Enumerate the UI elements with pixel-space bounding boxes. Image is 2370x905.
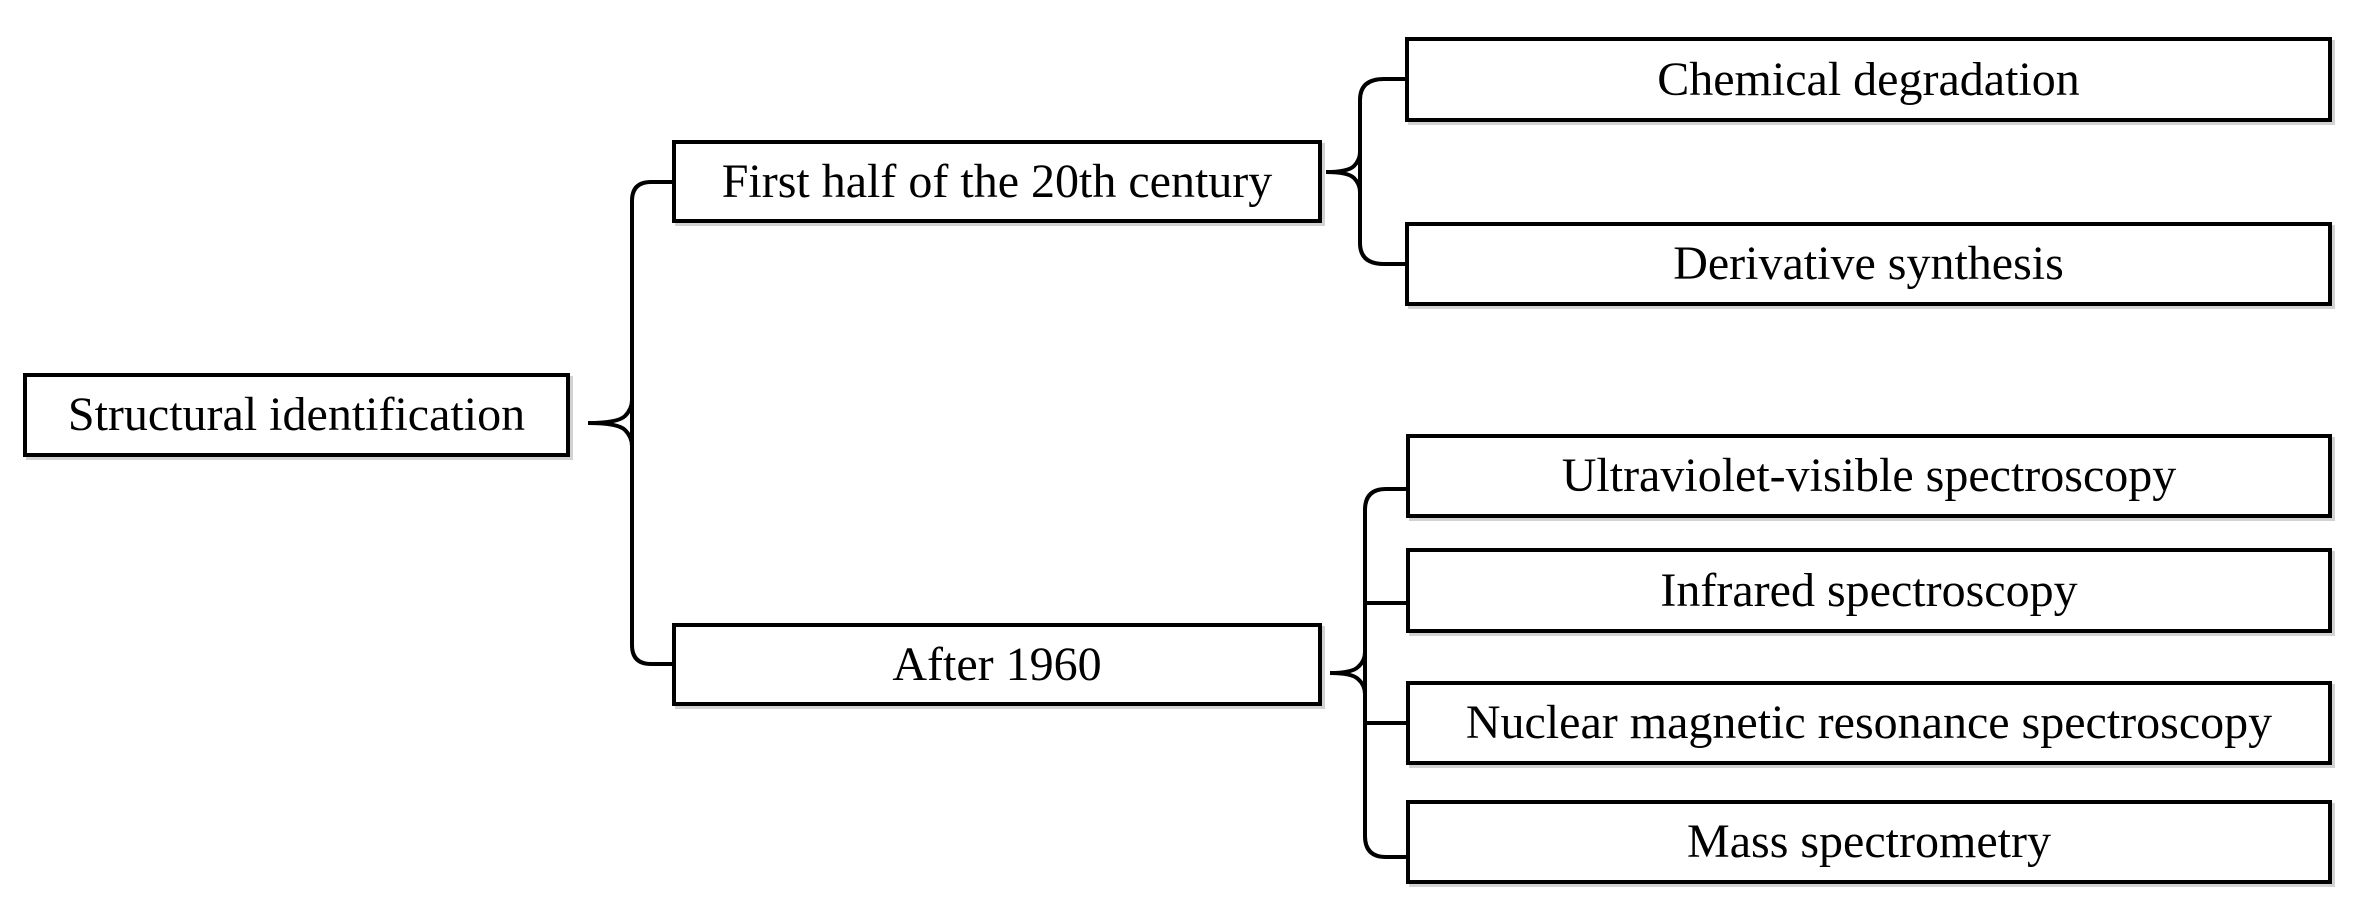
connector-first-half-trunk: [1358, 77, 1405, 266]
connector-root-brace-upper: [587, 399, 634, 425]
node-label: Ultraviolet-visible spectroscopy: [1561, 449, 2177, 502]
connector-after-brace-lower: [1329, 671, 1367, 695]
connector-first-half-brace-lower: [1325, 170, 1362, 193]
connector-first-half-brace-upper: [1325, 151, 1362, 174]
node-label: Chemical degradation: [1657, 52, 2080, 106]
connector-root-brace-lower: [587, 421, 634, 447]
connector-root-trunk: [630, 180, 672, 666]
connector-after-trunk: [1363, 487, 1406, 859]
node-structural-identification: Structural identification: [23, 373, 570, 457]
node-derivative-synthesis: Derivative synthesis: [1405, 222, 2332, 306]
node-label: First half of the 20th century: [721, 154, 1273, 208]
node-mass-spectrometry: Mass spectrometry: [1406, 800, 2332, 884]
node-label: Derivative synthesis: [1673, 237, 2064, 290]
node-label: After 1960: [892, 637, 1102, 691]
node-first-half-20th-century: First half of the 20th century: [672, 140, 1322, 223]
node-ultraviolet-visible-spectroscopy: Ultraviolet-visible spectroscopy: [1406, 434, 2332, 518]
node-label: Mass spectrometry: [1687, 815, 2051, 868]
node-label: Infrared spectroscopy: [1660, 563, 2078, 617]
node-label: Nuclear magnetic resonance spectroscopy: [1465, 696, 2273, 749]
node-label: Structural identification: [67, 388, 526, 441]
node-after-1960: After 1960: [672, 623, 1322, 706]
node-infrared-spectroscopy: Infrared spectroscopy: [1406, 548, 2332, 633]
connector-after-brace-upper: [1329, 651, 1367, 675]
node-chemical-degradation: Chemical degradation: [1405, 37, 2332, 122]
node-nuclear-magnetic-resonance-spectroscopy: Nuclear magnetic resonance spectroscopy: [1406, 681, 2332, 765]
